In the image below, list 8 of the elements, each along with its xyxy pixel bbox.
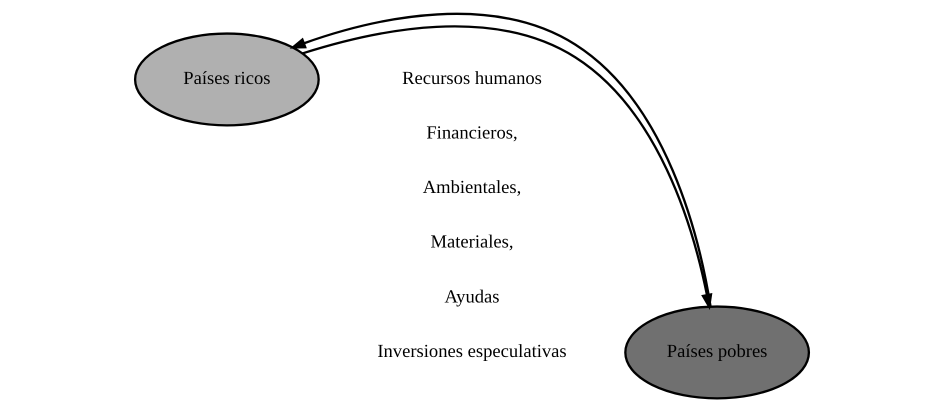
node-ellipse: Países ricos xyxy=(134,32,320,126)
label: Ambientales, xyxy=(422,176,522,198)
label: Ayudas xyxy=(444,286,500,307)
node-ellipse: Países pobres xyxy=(624,304,810,400)
label: Inversiones especulativas xyxy=(377,340,567,362)
label: Materiales, xyxy=(430,231,514,252)
label: Recursos humanos xyxy=(402,67,542,88)
label: Financieros, xyxy=(426,122,518,143)
